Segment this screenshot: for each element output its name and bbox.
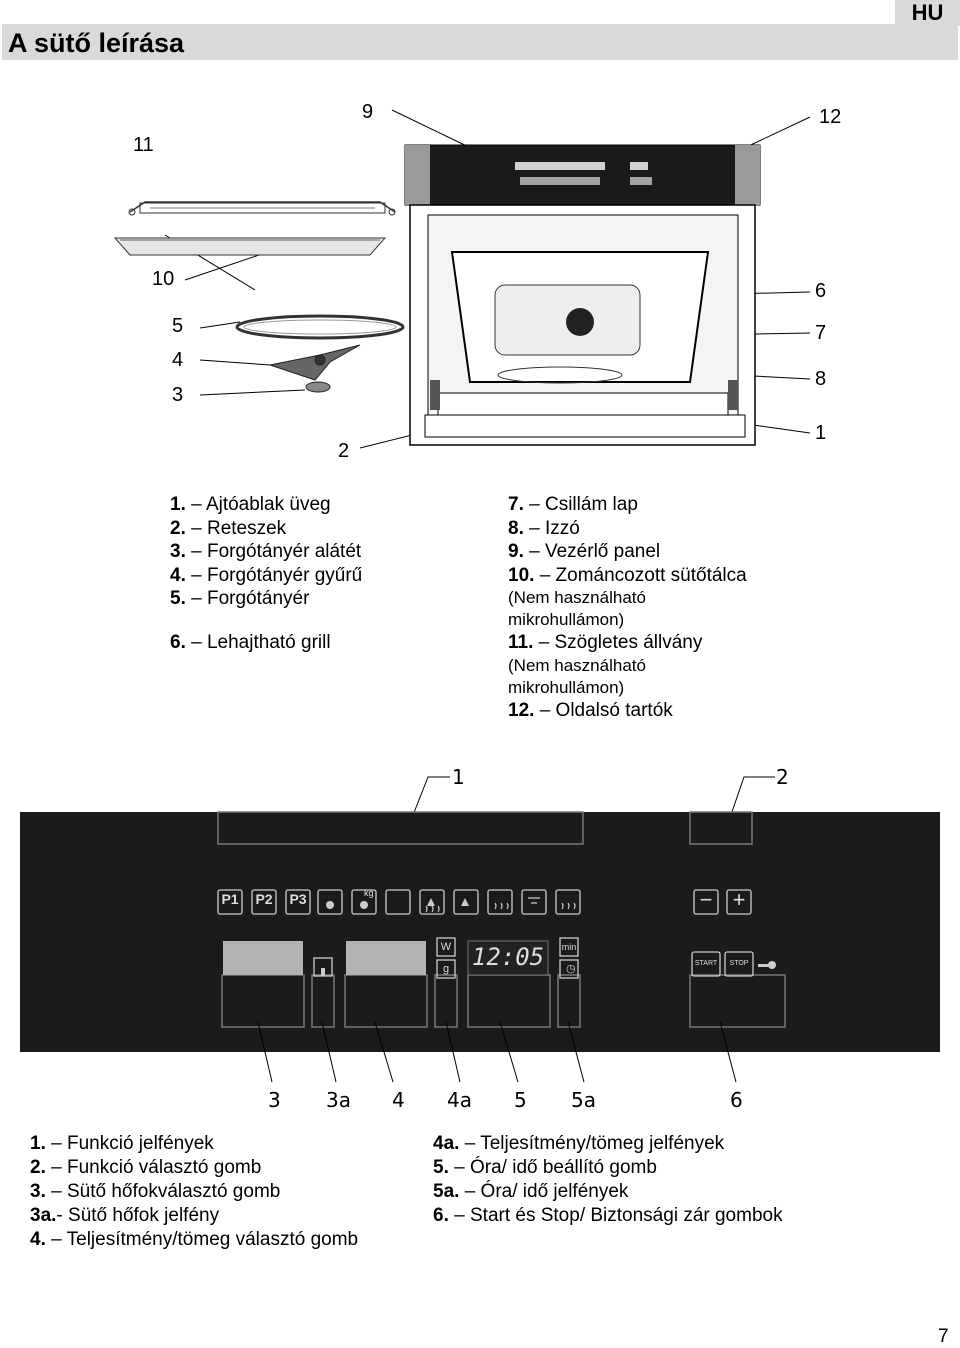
callout-9: 9 (362, 101, 374, 123)
callout-6: 6 (815, 280, 827, 302)
legend-item: 3a.- Sütő hőfok jelfény (30, 1205, 220, 1226)
legend-item: 3. – Forgótányér alátét (170, 541, 362, 562)
panel-callout-3: 3 (268, 1088, 281, 1112)
legend-item: 5. – Óra/ idő beállító gomb (433, 1157, 657, 1178)
legend-item: 2. – Reteszek (170, 517, 287, 539)
leader-panel-3 (257, 1021, 273, 1083)
legend-item: 4. – Teljesítmény/tömeg választó gomb (30, 1229, 359, 1250)
control-panel-diagram (20, 776, 940, 1083)
plus-button[interactable]: + (732, 887, 746, 912)
legend-item: 10. – Zománcozott sütőtálca (508, 564, 747, 586)
language-tab: HU (895, 0, 960, 26)
turntable-support-illustration (305, 381, 331, 393)
w-indicator: W (440, 941, 452, 953)
power-weight-display (346, 941, 426, 975)
callout-5: 5 (172, 315, 184, 337)
panel-callout-5: 5 (514, 1088, 527, 1112)
oven-diagram (113, 109, 811, 449)
leader-panel-4a (445, 1021, 461, 1083)
callout-1: 1 (815, 422, 827, 444)
legend-note: (Nem használható (508, 655, 646, 675)
leader-panel-6 (719, 1021, 737, 1083)
p1-button[interactable]: P1 (221, 891, 239, 907)
minus-button[interactable]: − (699, 887, 713, 912)
page-title: A sütő leírása (8, 28, 185, 58)
panel-legend-left: 1. – Funkció jelfények 2. – Funkció vála… (30, 1132, 358, 1252)
p3-button[interactable]: P3 (289, 891, 307, 907)
legend-item: 9. – Vezérlő panel (508, 541, 661, 562)
legend-item: 7. – Csillám lap (508, 494, 638, 515)
panel-callout-4: 4 (392, 1088, 405, 1112)
legend-note: mikrohullámon) (508, 610, 625, 629)
legend-item: 5. – Forgótányér (170, 588, 310, 609)
legend-item: 2. – Funkció választó gomb (30, 1157, 262, 1178)
leader-panel-3a (321, 1021, 337, 1083)
panel-callout-6: 6 (730, 1088, 743, 1112)
clock-display: 12:05 (471, 943, 545, 971)
legend-item: 12. – Oldalsó tartók (508, 699, 673, 721)
clock-icon: ◷ (566, 963, 576, 975)
leader-5 (199, 321, 241, 329)
callout-4: 4 (172, 349, 184, 371)
legend-item: 11. – Szögletes állvány (508, 632, 703, 653)
legend-item: 5a. – Óra/ idő jelfények (433, 1181, 629, 1202)
oven-legend-left: 1. – Ajtóablak üveg 2. – Reteszek 3. – F… (170, 493, 362, 654)
legend-item: 4a. – Teljesítmény/tömeg jelfények (433, 1133, 725, 1154)
panel-callout-5a: 5a (571, 1088, 596, 1112)
leader-panel-4 (374, 1021, 394, 1083)
legend-item: 1. – Ajtóablak üveg (170, 494, 331, 515)
legend-item: 3. – Sütő hőfokválasztó gomb (30, 1181, 281, 1202)
legend-item: 6. – Start és Stop/ Biztonsági zár gombo… (433, 1205, 783, 1226)
square-rack-illustration (128, 201, 396, 216)
legend-item: 1. – Funkció jelfények (30, 1133, 214, 1154)
min-indicator: min (561, 942, 577, 952)
enamel-tray-illustration (113, 237, 387, 256)
panel-legend-right: 4a. – Teljesítmény/tömeg jelfények 5. – … (433, 1132, 783, 1228)
callout-12: 12 (819, 106, 842, 128)
callout-7: 7 (815, 322, 827, 344)
title-bar: A sütő leírása (2, 24, 958, 60)
legend-item: 6. – Lehajtható grill (170, 631, 331, 653)
panel-callout-2: 2 (776, 765, 789, 789)
leader-9 (391, 109, 476, 151)
legend-item: 8. – Izzó (508, 517, 580, 539)
legend-note: mikrohullámon) (508, 677, 625, 697)
panel-callout-4a: 4a (447, 1088, 472, 1112)
kg-label: kg (364, 888, 374, 898)
leader-panel-5 (499, 1021, 519, 1083)
temperature-display (223, 941, 303, 975)
leader-10 (184, 252, 266, 281)
legend-note: (Nem használható (508, 588, 646, 607)
callout-10: 10 (152, 268, 175, 290)
oven-body-illustration (404, 144, 761, 446)
oven-legend-right: 7. – Csillám lap 8. – Izzó 9. – Vezérlő … (508, 493, 747, 722)
leader-3 (199, 389, 306, 396)
legend-item: 4. – Forgótányér gyűrű (170, 564, 363, 586)
clock-display-frame (467, 940, 549, 976)
panel-background (20, 812, 940, 1052)
turntable-illustration (235, 314, 405, 340)
panel-callout-3a: 3a (326, 1088, 351, 1112)
leader-4 (199, 359, 271, 366)
start-button[interactable]: START (694, 960, 718, 967)
panel-callout-1: 1 (452, 765, 465, 789)
leader-panel-5a (567, 1021, 585, 1083)
turntable-ring-illustration (268, 344, 361, 381)
g-indicator: g (442, 963, 450, 975)
page-number: 7 (938, 1326, 949, 1347)
callout-2: 2 (338, 440, 350, 462)
stop-button[interactable]: STOP (729, 960, 749, 967)
p2-button[interactable]: P2 (255, 891, 273, 907)
callout-3: 3 (172, 384, 184, 406)
callout-8: 8 (815, 368, 827, 390)
callout-11: 11 (133, 134, 154, 156)
